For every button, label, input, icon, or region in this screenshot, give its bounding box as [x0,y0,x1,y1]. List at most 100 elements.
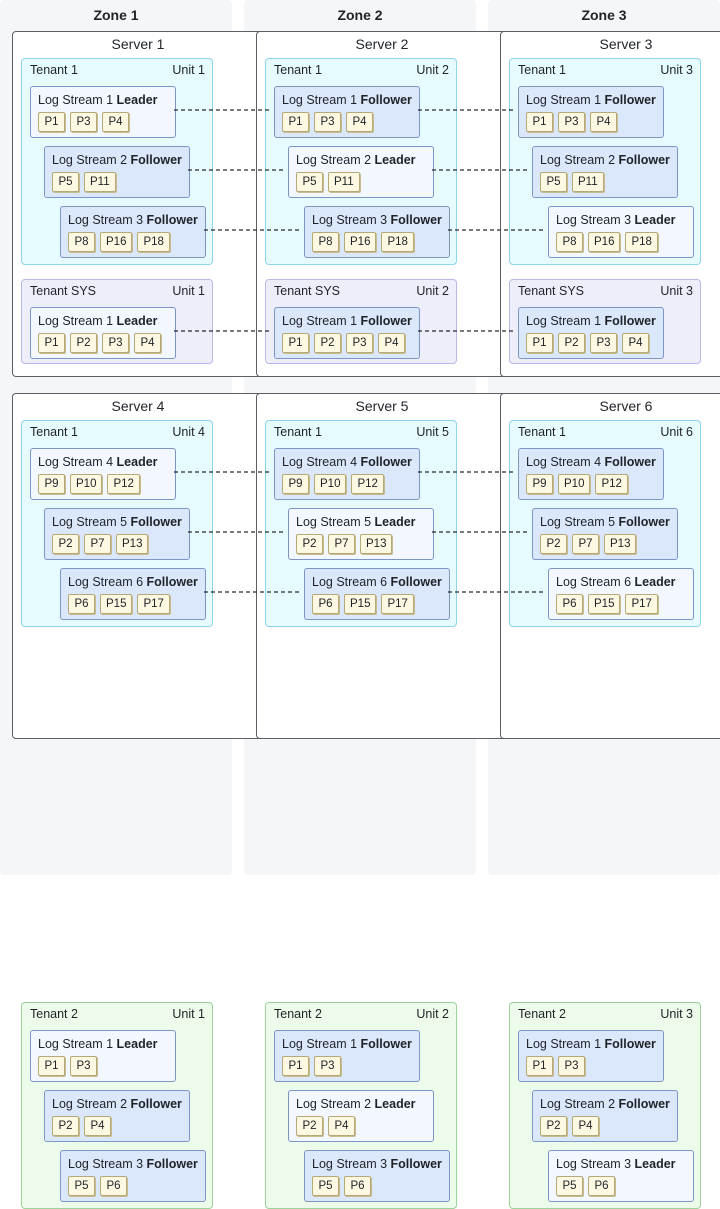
unit-name: Unit 6 [660,425,693,439]
log-stream-name: Log Stream 4 [526,455,602,469]
log-stream-title: Log Stream 6 Follower [312,575,442,589]
log-stream-role: Leader [634,575,676,589]
partition-chip: P11 [572,172,604,192]
log-stream-name: Log Stream 6 [556,575,632,589]
log-stream-name: Log Stream 4 [282,455,358,469]
log-stream-name: Log Stream 5 [52,515,128,529]
log-stream-title: Log Stream 2 Follower [540,153,670,167]
partition-chip: P7 [328,534,355,554]
partition-chip: P6 [68,594,95,614]
tenant-name: Tenant 2 [274,1007,322,1021]
partition-chip: P16 [588,232,621,252]
log-stream-role: Follower [130,1097,182,1111]
log-stream-name: Log Stream 5 [540,515,616,529]
log-stream-role: Follower [390,575,442,589]
tenant-name: Tenant 2 [30,1007,78,1021]
unit-name: Unit 2 [416,284,449,298]
log-stream-title: Log Stream 1 Follower [282,314,412,328]
partition-chip: P6 [344,1176,371,1196]
log-stream-name: Log Stream 2 [540,1097,616,1111]
log-stream-name: Log Stream 3 [556,1157,632,1171]
partition-chip: P17 [625,594,658,614]
log-stream-role: Leader [634,213,676,227]
unit-name: Unit 2 [416,63,449,77]
zone-1-title: Zone 1 [93,7,139,23]
partition-chip: P10 [558,474,591,494]
log-stream-role: Leader [116,1037,158,1051]
zone-2-title: Zone 2 [337,7,383,23]
log-stream-role: Follower [146,213,198,227]
unit-name: Unit 3 [660,63,693,77]
log-stream-title: Log Stream 3 Follower [312,213,442,227]
partition-chip: P2 [296,534,323,554]
log-stream-role: Follower [360,93,412,107]
server-title: Server 6 [599,398,653,414]
partition-chip: P8 [556,232,583,252]
partition-chip: P12 [107,474,140,494]
partition-chip: P5 [312,1176,339,1196]
partition-chip: P4 [102,112,129,132]
partition-chip: P6 [100,1176,127,1196]
tenant-name: Tenant 1 [274,63,322,77]
log-stream-role: Follower [146,575,198,589]
log-stream-role: Leader [116,314,158,328]
partition-chip: P13 [604,534,637,554]
partition-chip: P5 [68,1176,95,1196]
log-stream-name: Log Stream 5 [296,515,372,529]
partition-chip: P12 [595,474,628,494]
partition-chip: P2 [540,1116,567,1136]
partition-chip: P3 [558,1056,585,1076]
log-stream-name: Log Stream 1 [526,314,602,328]
log-stream-title: Log Stream 5 Follower [52,515,182,529]
log-stream-title: Log Stream 4 Follower [282,455,412,469]
log-stream-name: Log Stream 1 [282,314,358,328]
partition-chip: P9 [526,474,553,494]
log-stream-title: Log Stream 3 Follower [68,1157,198,1171]
tenant-name: Tenant 1 [30,63,78,77]
partition-chip: P4 [346,112,373,132]
log-stream-title: Log Stream 5 Follower [540,515,670,529]
partition-chip: P11 [84,172,116,192]
partition-chip: P5 [556,1176,583,1196]
log-stream-title: Log Stream 1 Follower [526,314,656,328]
log-stream-role: Follower [618,153,670,167]
log-stream-name: Log Stream 3 [68,1157,144,1171]
log-stream-name: Log Stream 2 [296,1097,372,1111]
log-stream-title: Log Stream 4 Leader [38,455,158,469]
partition-chip: P3 [314,1056,341,1076]
partition-chip: P16 [100,232,133,252]
log-stream-name: Log Stream 2 [52,153,128,167]
partition-chip: P2 [540,534,567,554]
partition-chip: P6 [312,594,339,614]
partition-chip: P3 [70,1056,97,1076]
